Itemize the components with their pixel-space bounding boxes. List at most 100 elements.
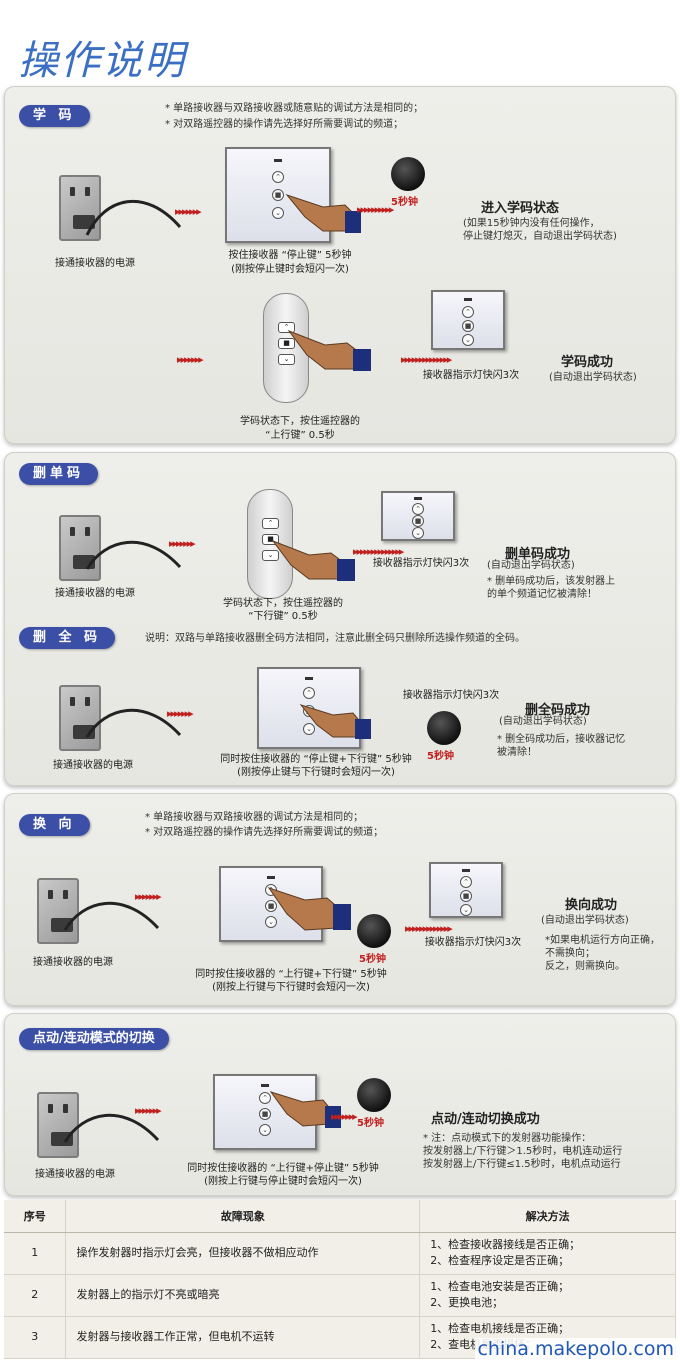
section-badge-delete-all: 删 全 码 xyxy=(19,627,116,649)
up-key-icon: ⌃ xyxy=(272,171,284,183)
note-line: 反之，则需换向。 xyxy=(545,961,625,972)
timer-icon xyxy=(357,914,391,948)
fault-symptom: 发射器上的指示灯不亮或暗亮 xyxy=(65,1274,421,1317)
arrow-icon: ▸▸▸▸▸▸▸ xyxy=(135,890,162,903)
result-title-delete-all: 删全码成功 xyxy=(525,703,591,718)
receiver-panel: ⌃ ■ ⌄ xyxy=(429,862,503,918)
timer-icon xyxy=(427,711,461,745)
power-cable-icon xyxy=(63,1113,160,1143)
watermark: china.makepolo.com xyxy=(475,1338,676,1360)
section-badge-mode: 点动/连动模式的切换 xyxy=(19,1028,169,1050)
hand-icon xyxy=(299,704,371,739)
table-row: 3 发射器与接收器工作正常，但电机不运转 1、检查电机接线是否正确； 2、查电机… xyxy=(4,1316,676,1359)
power-cable-icon xyxy=(85,199,182,236)
table-row: 1 操作发射器时指示灯会亮，但接收器不做相应动作 1、检查接收器接线是否正确； … xyxy=(4,1232,676,1275)
section-learn-code: 学 码 * 单路接收器与双路接收器或随意贴的调试方法是相同的； * 对双路遥控器… xyxy=(4,86,676,444)
result-sub: (自动退出学码状态) xyxy=(541,915,629,926)
result-sub: (自动退出学码状态) xyxy=(499,716,587,727)
hand-icon xyxy=(287,329,371,371)
note-line: * 对双路遥控器的操作请先选择好所需要调试的频道； xyxy=(145,827,384,838)
flash-caption: 接收器指示灯快闪3次 xyxy=(372,558,470,569)
note-line: * 注：点动模式下的发射器功能操作： xyxy=(423,1133,592,1144)
arrow-icon: ▸▸▸▸▸▸▸ xyxy=(177,353,204,366)
arrow-icon: ▸▸▸▸▸▸▸▸▸▸ xyxy=(357,203,394,216)
solution-line: 1、检查电机接线是否正确； xyxy=(430,1322,570,1335)
arrow-icon: ▸▸▸▸▸▸▸ xyxy=(169,537,196,550)
timer-label: 5秒钟 xyxy=(359,954,386,965)
arrow-icon: ▸▸▸▸▸▸▸▸▸▸▸▸▸▸ xyxy=(353,545,404,558)
note-line: * 删单码成功后，该发射器上 xyxy=(487,576,616,587)
stop-key-icon: ■ xyxy=(272,189,284,201)
hand-icon xyxy=(269,1091,341,1128)
power-outlet-icon xyxy=(37,878,79,944)
step-caption-press-stop-down: 同时按住接收器的 “停止键+下行键” 5秒钟 xyxy=(220,754,412,765)
result-sub: 停止键灯熄灭，自动退出学码状态) xyxy=(463,231,617,242)
power-outlet-icon xyxy=(59,515,101,581)
hand-icon xyxy=(271,539,355,581)
timer-label: 5秒钟 xyxy=(427,751,454,762)
solution-line: 2、更换电池； xyxy=(430,1296,504,1309)
power-outlet-icon xyxy=(37,1092,79,1158)
note-line: 按发射器上/下行键＞1.5秒时，电机连动运行 xyxy=(423,1146,623,1157)
power-outlet-icon xyxy=(59,175,101,241)
table-row: 2 发射器上的指示灯不亮或暗亮 1、检查电池安装是否正确； 2、更换电池； xyxy=(4,1274,676,1317)
step-caption-press-up-down-note: (刚按上行键与下行键时会短闪一次) xyxy=(212,982,370,993)
step-caption-power: 接通接收器的电源 xyxy=(53,760,133,771)
row-number: 2 xyxy=(4,1274,67,1317)
fault-table: 序号 故障现象 解决方法 1 操作发射器时指示灯会亮，但接收器不做相应动作 1、… xyxy=(4,1200,676,1359)
note-line: * 单路接收器与双路接收器的调试方法是相同的； xyxy=(145,812,364,823)
solution-line: 1、检查接收器接线是否正确； xyxy=(430,1238,581,1251)
arrow-icon: ▸▸▸▸▸▸▸ xyxy=(331,1110,358,1123)
row-number: 1 xyxy=(4,1232,67,1275)
step-caption-press-up-stop-note: (刚按上行键与停止键时会短闪一次) xyxy=(204,1176,362,1187)
result-title-learn-state: 进入学码状态 xyxy=(481,201,560,216)
step-caption-press-up-down: 同时按住接收器的 “上行键+下行键” 5秒钟 xyxy=(195,969,387,980)
arrow-icon: ▸▸▸▸▸▸▸▸▸▸▸▸▸ xyxy=(405,922,453,935)
column-header: 解决方法 xyxy=(419,1200,676,1233)
result-title-learn-success: 学码成功 xyxy=(561,355,614,370)
step-caption-power: 接通接收器的电源 xyxy=(55,588,135,599)
note-line: 的单个频道记忆被清除！ xyxy=(487,589,597,600)
result-title-delete-one: 删单码成功 xyxy=(505,547,571,562)
power-cable-icon xyxy=(63,901,160,931)
remote-caption-key: “上行键” 0.5秒 xyxy=(265,430,335,441)
down-key-icon: ⌄ xyxy=(272,207,284,219)
arrow-icon: ▸▸▸▸▸▸▸ xyxy=(175,205,202,218)
note-line: *如果电机运行方向正确， xyxy=(545,935,660,946)
timer-label: 5秒钟 xyxy=(357,1118,384,1129)
note-line: 被清除！ xyxy=(497,747,537,758)
solution-line: 2、检查程序设定是否正确； xyxy=(430,1254,570,1267)
solution-line: 1、检查电池安装是否正确； xyxy=(430,1280,570,1293)
hand-icon xyxy=(267,887,351,931)
step-caption-power: 接通接收器的电源 xyxy=(55,258,135,269)
note-line: 说明：双路与单路接收器删全码方法相同，注意此删全码只删除所选操作频道的全码。 xyxy=(145,633,525,644)
section-mode-switch: 点动/连动模式的切换 接通接收器的电源 ▸▸▸▸▸▸▸ ⌃ ■ ⌄ ▸▸▸▸▸▸… xyxy=(4,1013,676,1196)
receiver-panel: ⌃ ■ ⌄ xyxy=(431,290,505,350)
section-reverse: 换 向 * 单路接收器与双路接收器的调试方法是相同的； * 对双路遥控器的操作请… xyxy=(4,793,676,1006)
step-caption-press-stop: 按住接收器 “停止键” 5秒钟 xyxy=(228,250,352,261)
arrow-icon: ▸▸▸▸▸▸▸ xyxy=(167,707,194,720)
note-line: * 对双路遥控器的操作请先选择好所需要调试的频道； xyxy=(165,119,404,130)
table-header-row: 序号 故障现象 解决方法 xyxy=(4,1200,676,1233)
fault-symptom: 发射器与接收器工作正常，但电机不运转 xyxy=(65,1316,421,1359)
result-title-mode: 点动/连动切换成功 xyxy=(431,1112,540,1127)
fault-solution: 1、检查电池安装是否正确； 2、更换电池； xyxy=(419,1274,676,1317)
fault-solution: 1、检查接收器接线是否正确； 2、检查程序设定是否正确； xyxy=(419,1232,676,1275)
step-caption-press-stop-note: (刚按停止键时会短闪一次) xyxy=(231,264,349,275)
page-title: 操作说明 xyxy=(18,38,186,84)
result-title-reverse: 换向成功 xyxy=(565,898,618,913)
hand-icon xyxy=(285,193,361,233)
remote-control: ⌃ ■ ⌄ xyxy=(247,489,293,599)
timer-label: 5秒钟 xyxy=(391,197,418,208)
timer-icon xyxy=(391,157,425,191)
step-caption-press-stop-down-note: (刚按停止键与下行键时会短闪一次) xyxy=(237,767,395,778)
remote-caption: 学码状态下，按住遥控器的 xyxy=(240,416,360,427)
step-caption-power: 接通接收器的电源 xyxy=(33,957,113,968)
step-caption-press-up-stop: 同时按住接收器的 “上行键+停止键” 5秒钟 xyxy=(187,1163,379,1174)
note-line: 不需换向； xyxy=(545,948,595,959)
flash-caption: 接收器指示灯快闪3次 xyxy=(424,937,522,948)
flash-caption: 接收器指示灯快闪3次 xyxy=(422,370,520,381)
arrow-icon: ▸▸▸▸▸▸▸ xyxy=(135,1104,162,1117)
row-number: 3 xyxy=(4,1316,67,1359)
result-sub: (自动退出学码状态) xyxy=(549,372,637,383)
